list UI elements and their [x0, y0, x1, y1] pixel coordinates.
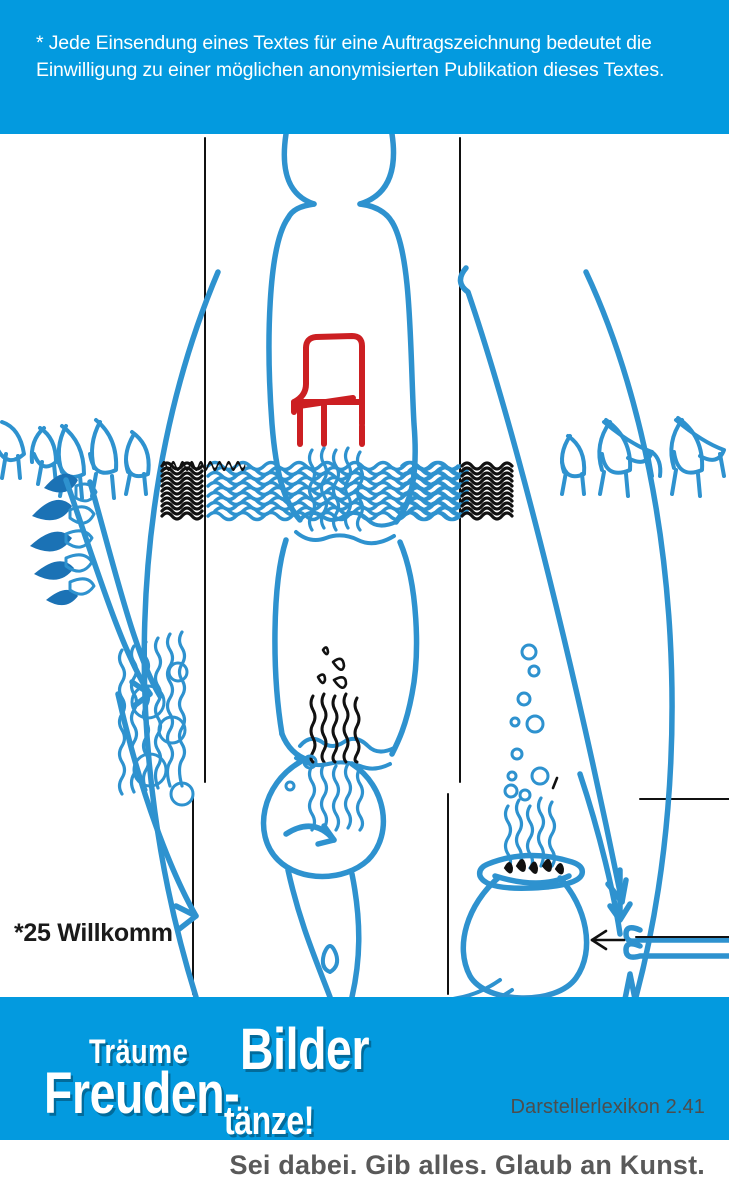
- lower-bulb: [260, 759, 387, 880]
- squiggle-strands-black: [309, 692, 361, 764]
- leg-left: [285, 867, 333, 997]
- squiggle-strands-lower: [307, 762, 365, 832]
- squiggle-strands-upper: [307, 446, 365, 532]
- edition-label: Darstellerlexikon 2.41: [510, 1096, 705, 1118]
- arrow-pointer: [590, 867, 729, 997]
- brand-banner: Träume Bilder Freuden- tänze! Darsteller…: [0, 997, 729, 1143]
- logo-word-freuden: Freuden-: [44, 1061, 240, 1126]
- leg-right: [349, 871, 362, 997]
- bubbles-center-left: [284, 754, 318, 792]
- head-left: [281, 134, 317, 207]
- hip-left: [272, 537, 289, 737]
- diagonal-pointer-stroke: [457, 265, 629, 905]
- top-notice-banner: * Jede Einsendung eines Textes für eine …: [0, 0, 729, 134]
- footnote-text: * Jede Einsendung eines Textes für eine …: [36, 32, 665, 81]
- head-right: [357, 134, 397, 207]
- right-lower-outline: [577, 771, 623, 937]
- neck-left: [285, 201, 317, 221]
- illustration-stage: .bl { fill:none; stroke:#2E92CF; stroke-…: [0, 134, 729, 997]
- leaf-tufts-left: [0, 418, 151, 500]
- droplets-black: [316, 646, 348, 689]
- neck-right: [357, 201, 395, 225]
- hip-right: [389, 539, 420, 757]
- frond-left: [30, 473, 163, 709]
- small-bud: [320, 944, 340, 974]
- torso-left: [266, 215, 303, 523]
- wave-band-right-black: [460, 461, 514, 521]
- logo-word-traeume: Träume: [89, 1033, 189, 1071]
- bubbles-right: [503, 643, 550, 802]
- willkomm-caption: *25 Willkomm: [14, 919, 173, 947]
- slogan-text: Sei dabei. Gib alles. Glaub an Kunst.: [229, 1150, 705, 1180]
- logo-word-taenze: tänze!: [224, 1099, 315, 1143]
- hip-left-bottom: [279, 731, 311, 763]
- leaf-tufts-right: [560, 416, 726, 498]
- steaming-vessel: [460, 852, 590, 997]
- left-woven-patch: [115, 630, 199, 933]
- waist-band: [294, 530, 396, 546]
- hand-drawn-illustration: .bl { fill:none; stroke:#2E92CF; stroke-…: [0, 134, 729, 997]
- wave-band-right-blue: [400, 460, 467, 522]
- red-chair-icon: [291, 333, 365, 447]
- wave-band-left-black: [160, 460, 247, 521]
- cloak-right-edge: [583, 269, 675, 997]
- torso-right: [389, 219, 418, 525]
- brand-logo: Träume Bilder Freuden- tänze!: [44, 1011, 464, 1143]
- ribbon-waves: [452, 978, 526, 997]
- cloak-left-edge: [141, 269, 221, 997]
- slogan-strip: Sei dabei. Gib alles. Glaub an Kunst.: [0, 1140, 729, 1197]
- vessel-steam: [503, 776, 559, 870]
- logo-word-bilder: Bilder: [240, 1017, 370, 1082]
